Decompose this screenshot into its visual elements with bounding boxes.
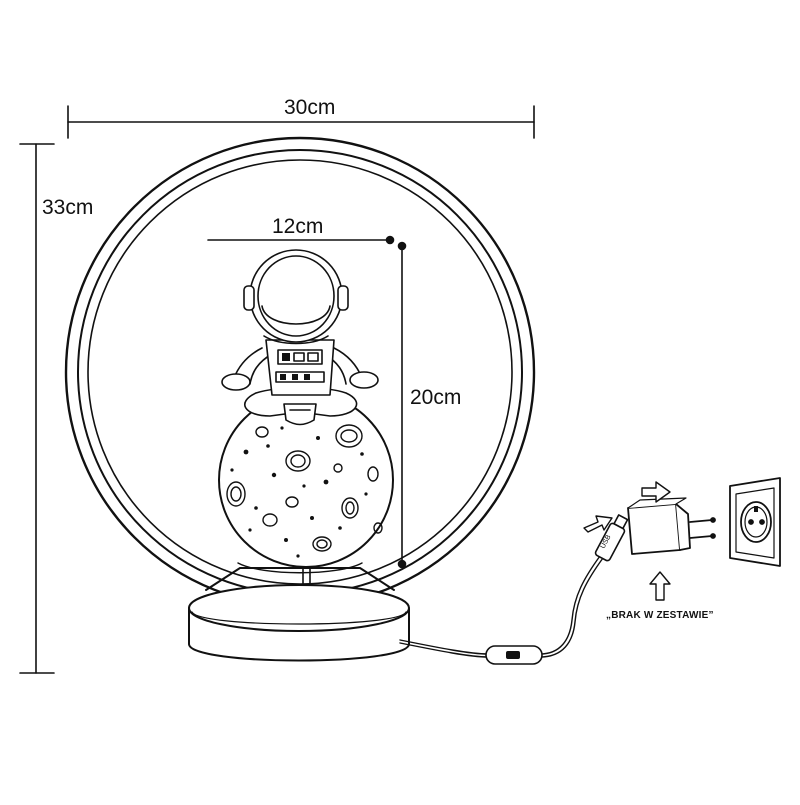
width-dimension-line — [67, 105, 535, 139]
usb-plug — [594, 514, 629, 562]
arrow-usb-to-adapter-icon — [583, 515, 613, 533]
width-label: 30cm — [284, 96, 336, 119]
arrow-adapter-to-socket-icon — [641, 481, 671, 503]
figure-height-dimension-line — [397, 241, 407, 569]
power-adapter — [627, 497, 716, 555]
inline-switch — [485, 645, 543, 665]
arrow-up-icon — [649, 571, 671, 601]
figure-width-label: 12cm — [272, 215, 324, 238]
figure-width-dimension-line — [207, 235, 395, 245]
height-dimension-line — [19, 143, 55, 674]
figure-height-label: 20cm — [410, 386, 462, 409]
power-cable — [399, 555, 604, 658]
lamp-base — [188, 562, 410, 662]
astronaut-figure — [221, 249, 379, 426]
adapter-not-included-note: „BRAK W ZESTAWIE” — [606, 610, 714, 621]
wall-socket — [729, 477, 781, 567]
height-label: 33cm — [42, 196, 94, 219]
